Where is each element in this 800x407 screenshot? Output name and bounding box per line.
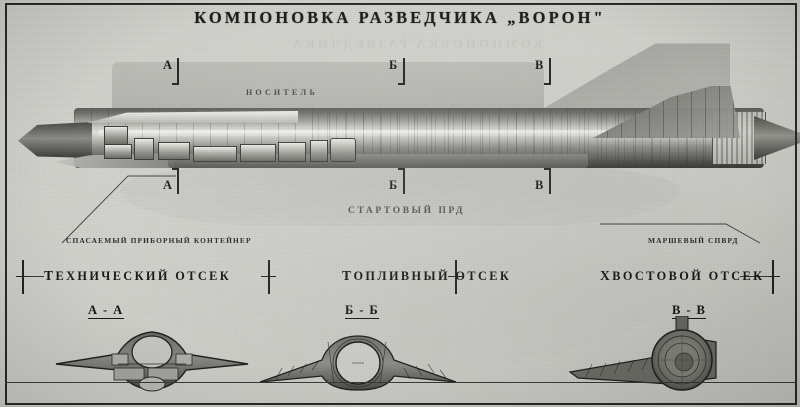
compartment-band: ТЕХНИЧЕСКИЙ ОТСЕК ТОПЛИВНЫЙ ОТСЕК ХВОСТО… xyxy=(0,258,800,300)
equipment-block xyxy=(310,140,328,162)
equipment-block xyxy=(158,142,190,160)
compartment-label-fuel: ТОПЛИВНЫЙ ОТСЕК xyxy=(342,268,511,284)
booster-shadow xyxy=(120,164,680,226)
section-foot xyxy=(398,83,405,85)
compartment-label-technical: ТЕХНИЧЕСКИЙ ОТСЕК xyxy=(44,268,231,284)
frame-bottom xyxy=(5,403,797,405)
equipment-block xyxy=(330,138,356,162)
booster-label: СТАРТОВЫЙ ПРД xyxy=(348,206,466,216)
callout-instrument-container: СПАСАЕМЫЙ ПРИБОРНЫЙ КОНТЕЙНЕР xyxy=(66,236,252,245)
compartment-cross-tick xyxy=(765,276,780,278)
section-tick xyxy=(403,58,405,84)
page-title: КОМПОНОВКА РАЗВЕДЧИКА „ВОРОН" xyxy=(194,8,606,27)
section-letter: В xyxy=(535,178,544,192)
equipment-block xyxy=(193,146,237,162)
compartment-label-initial: Т xyxy=(342,268,354,283)
equipment-block xyxy=(104,144,132,159)
carrier-aircraft-silhouette xyxy=(112,62,544,110)
side-view-drawing: НОСИТЕЛЬ СТАРТОВЫЙ ПРД xyxy=(0,43,800,239)
carrier-label: НОСИТЕЛЬ xyxy=(246,88,318,97)
compartment-label-rest: ЕХНИЧЕСКИЙ ОТСЕК xyxy=(55,269,232,283)
section-letter: А xyxy=(163,178,173,192)
compartment-rule xyxy=(28,276,44,278)
cross-section-vv xyxy=(566,316,796,398)
cross-section-aa xyxy=(52,326,252,398)
callout-leader-lines xyxy=(61,175,761,244)
cross-section-bb xyxy=(258,326,458,398)
compartment-label-rest: ОПЛИВНЫЙ ОТСЕК xyxy=(353,269,512,283)
upper-spine xyxy=(86,111,298,123)
frame-right xyxy=(795,3,797,404)
cross-section-label-vv: В - В xyxy=(672,303,707,320)
section-letter: В xyxy=(535,58,544,72)
section-letter: А xyxy=(163,58,173,72)
compartment-cross-tick xyxy=(16,276,31,278)
equipment-block xyxy=(240,144,276,162)
callout-ramjet: МАРШЕВЫЙ СПВРД xyxy=(648,236,739,245)
frame-bottom-inner-rule xyxy=(5,382,797,383)
compartment-cross-tick xyxy=(261,276,276,278)
section-letter: Б xyxy=(389,58,398,72)
section-tick xyxy=(177,168,179,194)
section-foot xyxy=(544,168,551,170)
section-tick xyxy=(403,168,405,194)
compartment-label-initial: Х xyxy=(600,268,613,283)
section-foot xyxy=(172,168,179,170)
compartment-label-initial: Т xyxy=(44,268,56,283)
compartment-label-tail: ХВОСТОВОЙ ОТСЕК xyxy=(600,268,764,284)
section-tick xyxy=(549,58,551,84)
fuel-tank-highlight xyxy=(98,130,738,137)
cross-section-row: А - А Б - Б В - В xyxy=(0,300,800,407)
section-foot xyxy=(172,83,179,85)
section-tick xyxy=(549,168,551,194)
cross-section-label-aa: А - А xyxy=(88,303,124,320)
section-tick xyxy=(177,58,179,84)
compartment-rule xyxy=(740,276,768,278)
compartment-cross-tick xyxy=(448,276,463,278)
section-foot xyxy=(544,83,551,85)
equipment-block xyxy=(134,138,154,160)
frame-left xyxy=(5,3,7,404)
section-letter: Б xyxy=(389,178,398,192)
frame-top xyxy=(5,3,797,5)
equipment-block xyxy=(278,142,306,162)
section-foot xyxy=(398,168,405,170)
compartment-label-rest: ВОСТОВОЙ ОТСЕК xyxy=(612,269,765,283)
cross-section-label-bb: Б - Б xyxy=(345,303,380,320)
